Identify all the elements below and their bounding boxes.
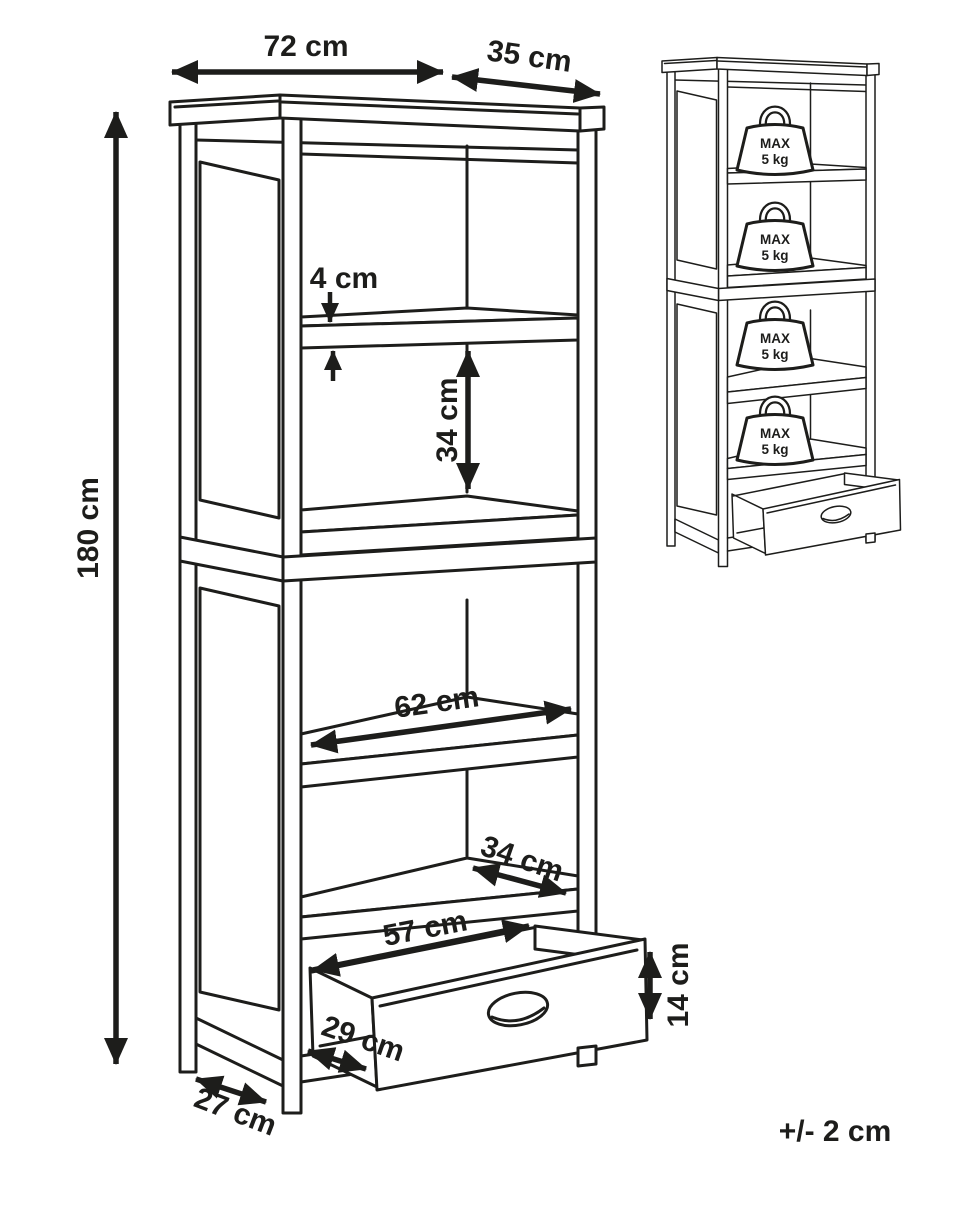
dim-shelf-thickness: 4 cm <box>310 262 378 381</box>
dim-base-depth: 27 cm <box>190 1075 281 1143</box>
max-value: 5 kg <box>761 248 788 263</box>
max-badge: MAX <box>760 426 790 441</box>
max-value: 5 kg <box>761 347 788 362</box>
max-load-weights: MAX 5 kg MAX 5 kg MAX 5 kg MAX 5 kg <box>735 105 815 466</box>
max-value: 5 kg <box>761 442 788 457</box>
max-badge: MAX <box>760 136 790 151</box>
dim-top-depth-label: 35 cm <box>485 34 574 79</box>
max-load-weight-icon: MAX 5 kg <box>735 201 815 272</box>
max-load-weight-icon: MAX 5 kg <box>735 105 815 176</box>
dim-top-depth: 35 cm <box>451 34 601 103</box>
dim-total-height: 180 cm <box>72 111 128 1065</box>
dim-drawer-height: 14 cm <box>638 942 695 1028</box>
dim-drawer-height-label: 14 cm <box>662 942 695 1027</box>
dim-top-width: 72 cm <box>171 30 444 84</box>
dim-total-height-label: 180 cm <box>72 477 105 579</box>
dim-top-width-label: 72 cm <box>263 30 348 63</box>
max-badge: MAX <box>760 331 790 346</box>
dim-compartment-height: 34 cm <box>431 350 480 490</box>
dim-compartment-height-label: 34 cm <box>431 377 464 462</box>
main-bookshelf <box>168 93 649 1115</box>
tolerance-note: +/- 2 cm <box>779 1115 892 1148</box>
dim-shelf-thickness-label: 4 cm <box>310 262 378 295</box>
max-load-weight-icon: MAX 5 kg <box>735 395 815 466</box>
max-value: 5 kg <box>761 152 788 167</box>
max-badge: MAX <box>760 232 790 247</box>
max-load-weight-icon: MAX 5 kg <box>735 300 815 371</box>
